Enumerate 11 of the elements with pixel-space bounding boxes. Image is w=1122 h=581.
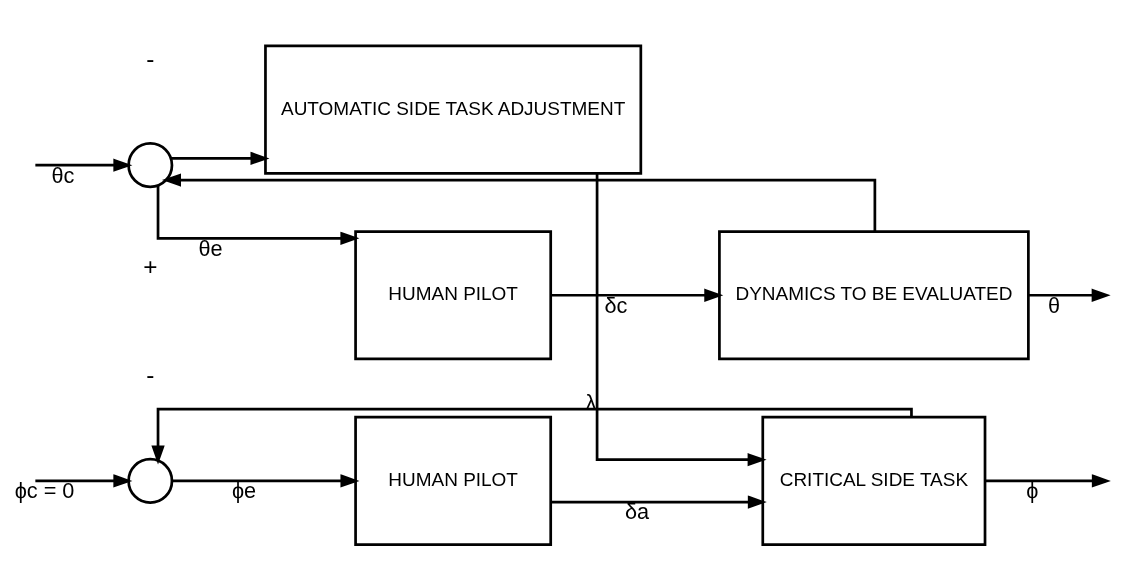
label: - (146, 360, 155, 388)
edge-label: δa (625, 499, 650, 525)
edge-label: θ (1047, 292, 1060, 318)
label: - (146, 44, 155, 72)
edge-label: ϕ (1026, 478, 1039, 504)
edge-label: ϕc = 0 (14, 478, 75, 504)
edge-label: θe (198, 235, 223, 261)
edge-label: ϕe (231, 478, 257, 504)
edge-label: δc (604, 292, 628, 318)
edge-label: θc (51, 162, 75, 188)
label: + (143, 253, 158, 281)
